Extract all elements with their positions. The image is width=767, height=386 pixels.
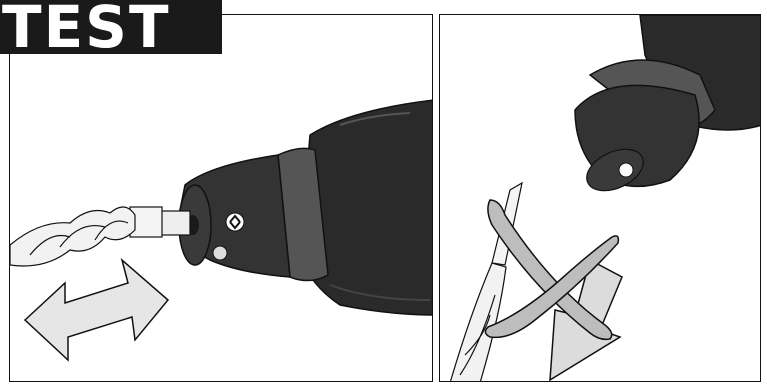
double-arrow-icon — [25, 260, 168, 360]
right-panel-wrong-insertion — [439, 14, 761, 382]
drill-bit-icon — [450, 183, 522, 382]
drill-chuck-icon — [178, 148, 328, 280]
drill-chuck-icon — [575, 60, 715, 199]
left-panel-insert-bit — [9, 14, 433, 382]
right-panel-drawing — [440, 15, 761, 382]
left-panel-drawing — [10, 15, 433, 382]
test-label: TEST — [0, 0, 222, 54]
drill-bit-icon — [10, 207, 190, 266]
